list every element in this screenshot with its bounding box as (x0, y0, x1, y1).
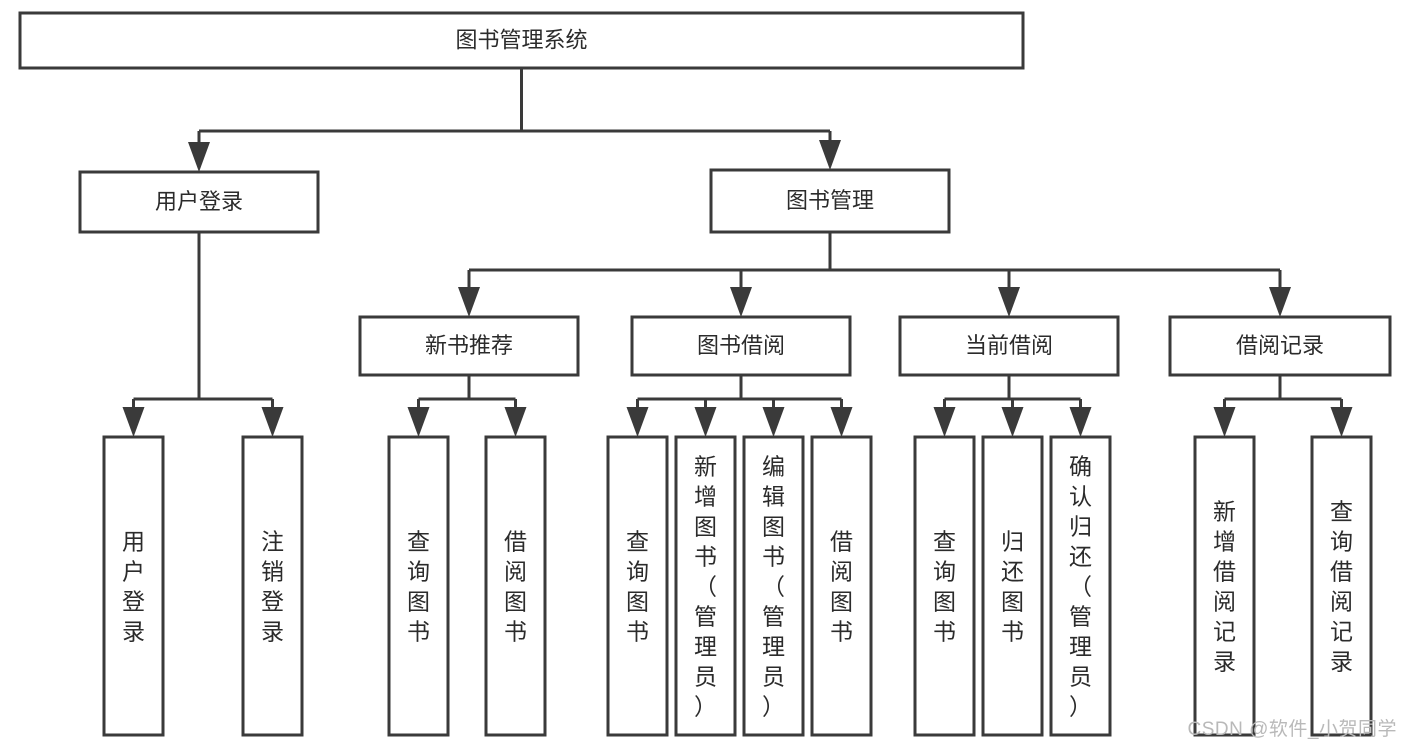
node-l2-new-book-rec-label: 新书推荐 (425, 333, 513, 358)
node-leaf-query-book-1-label: 查询图书 (407, 528, 430, 644)
node-l2-borrow-record-label: 借阅记录 (1236, 333, 1324, 358)
node-l1-book-mgmt-rect[interactable] (709, 168, 951, 234)
node-leaf-logout[interactable]: 注销登录 (241, 435, 304, 737)
node-leaf-query-book-1-rect[interactable] (387, 435, 450, 737)
arrow-head-icon (830, 407, 853, 437)
node-leaf-confirm-return-rect[interactable] (1049, 435, 1112, 737)
node-leaf-query-book-3[interactable]: 查询图书 (913, 435, 976, 737)
node-l1-user-login[interactable]: 用户登录 (78, 170, 320, 234)
node-leaf-query-record-rect[interactable] (1310, 435, 1373, 737)
node-leaf-return-book-label: 归还图书 (1001, 528, 1024, 644)
node-leaf-add-record-label: 新增借阅记录 (1213, 498, 1236, 674)
arrow-head-icon (407, 407, 430, 437)
node-leaf-query-book-2-label: 查询图书 (626, 528, 649, 644)
node-leaf-logout-rect[interactable] (241, 435, 304, 737)
node-leaf-add-book[interactable]: 新增图书（管理员） (674, 435, 737, 737)
node-leaf-borrow-book-2[interactable]: 借阅图书 (810, 435, 873, 737)
arrow-head-icon (819, 140, 841, 170)
node-leaf-borrow-book-1-label: 借阅图书 (504, 528, 527, 644)
node-root-root[interactable]: 图书管理系统 (18, 11, 1025, 70)
arrow-head-icon (933, 407, 956, 437)
node-leaf-borrow-book-1-rect[interactable] (484, 435, 547, 737)
node-l1-book-mgmt[interactable]: 图书管理 (709, 168, 951, 234)
node-l2-new-book-rec[interactable]: 新书推荐 (358, 315, 580, 377)
node-l2-book-borrow-rect[interactable] (630, 315, 852, 377)
arrow-head-icon (1213, 407, 1236, 437)
arrow-head-icon (730, 287, 752, 317)
node-leaf-query-book-1[interactable]: 查询图书 (387, 435, 450, 737)
node-leaf-borrow-book-2-label: 借阅图书 (830, 528, 853, 644)
node-leaf-return-book-rect[interactable] (981, 435, 1044, 737)
node-leaf-logout-label: 注销登录 (261, 528, 284, 644)
node-l2-current-borrow-rect[interactable] (898, 315, 1120, 377)
node-l2-borrow-record-rect[interactable] (1168, 315, 1392, 377)
arrow-head-icon (998, 287, 1020, 317)
node-leaf-query-book-3-rect[interactable] (913, 435, 976, 737)
node-l2-book-borrow[interactable]: 图书借阅 (630, 315, 852, 377)
node-l2-borrow-record[interactable]: 借阅记录 (1168, 315, 1392, 377)
arrow-head-icon (188, 142, 210, 172)
node-leaf-add-record-rect[interactable] (1193, 435, 1256, 737)
node-leaf-user-login[interactable]: 用户登录 (102, 435, 165, 737)
node-leaf-user-login-rect[interactable] (102, 435, 165, 737)
arrow-head-icon (1069, 407, 1092, 437)
node-leaf-add-book-label: 新增图书（管理员） (694, 453, 717, 719)
node-leaf-add-book-rect[interactable] (674, 435, 737, 737)
node-leaf-query-record-label: 查询借阅记录 (1330, 498, 1353, 674)
node-leaf-query-book-2-rect[interactable] (606, 435, 669, 737)
node-l1-user-login-label: 用户登录 (155, 189, 243, 214)
node-leaf-return-book[interactable]: 归还图书 (981, 435, 1044, 737)
arrow-head-icon (762, 407, 785, 437)
node-l2-current-borrow[interactable]: 当前借阅 (898, 315, 1120, 377)
node-leaf-edit-book-rect[interactable] (742, 435, 805, 737)
node-leaf-query-record[interactable]: 查询借阅记录 (1310, 435, 1373, 737)
arrow-head-icon (261, 407, 284, 437)
node-boxes: 图书管理系统用户登录图书管理新书推荐图书借阅当前借阅借阅记录用户登录注销登录查询… (18, 11, 1392, 737)
node-leaf-user-login-label: 用户登录 (122, 528, 145, 644)
node-leaf-edit-book-label: 编辑图书（管理员） (762, 453, 785, 719)
node-l1-user-login-rect[interactable] (78, 170, 320, 234)
arrow-head-icon (504, 407, 527, 437)
watermark-label: CSDN @软件_小贺同学 (1187, 719, 1397, 740)
node-leaf-borrow-book-1[interactable]: 借阅图书 (484, 435, 547, 737)
arrow-head-icon (458, 287, 480, 317)
node-leaf-edit-book[interactable]: 编辑图书（管理员） (742, 435, 805, 737)
arrow-head-icon (626, 407, 649, 437)
node-l2-current-borrow-label: 当前借阅 (965, 333, 1053, 358)
node-leaf-query-book-3-label: 查询图书 (933, 528, 956, 644)
arrow-head-icon (694, 407, 717, 437)
node-l1-book-mgmt-label: 图书管理 (786, 188, 874, 213)
node-leaf-borrow-book-2-rect[interactable] (810, 435, 873, 737)
arrow-head-icon (1269, 287, 1291, 317)
node-leaf-confirm-return-label: 确认归还（管理员） (1069, 453, 1092, 719)
node-root-root-label: 图书管理系统 (455, 27, 587, 52)
node-root-root-rect[interactable] (18, 11, 1025, 70)
node-leaf-add-record[interactable]: 新增借阅记录 (1193, 435, 1256, 737)
node-l2-book-borrow-label: 图书借阅 (697, 333, 785, 358)
arrow-head-icon (122, 407, 145, 437)
node-leaf-query-book-2[interactable]: 查询图书 (606, 435, 669, 737)
node-l2-new-book-rec-rect[interactable] (358, 315, 580, 377)
connector-lines (122, 68, 1353, 437)
arrow-head-icon (1330, 407, 1353, 437)
node-leaf-confirm-return[interactable]: 确认归还（管理员） (1049, 435, 1112, 737)
arrow-head-icon (1001, 407, 1024, 437)
